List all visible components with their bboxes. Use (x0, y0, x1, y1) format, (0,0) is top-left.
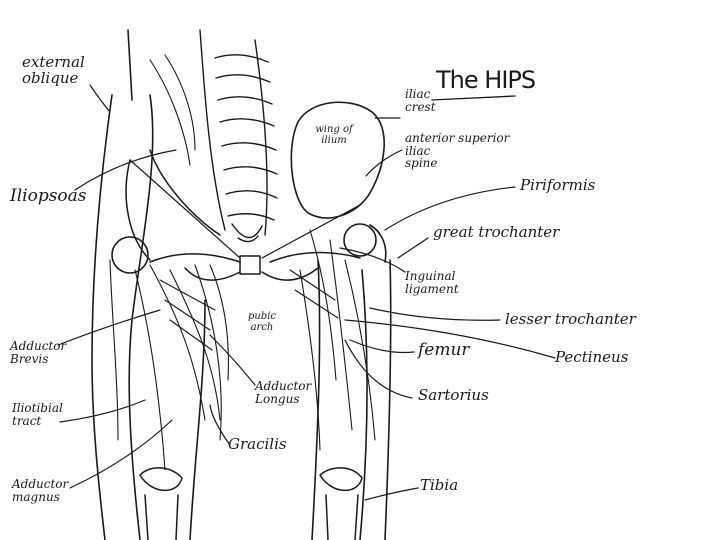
leader-lines (57, 84, 556, 501)
label-gracilis: Gracilis (228, 435, 287, 453)
right-thigh-outline (311, 259, 392, 540)
label-adductor-brevis: Adductor Brevis (10, 339, 67, 366)
left-ilium (125, 149, 221, 261)
label-pubic-arch: pubic arch (247, 311, 277, 333)
inguinal-ligaments (129, 159, 361, 259)
label-external-oblique: external oblique (22, 53, 85, 87)
label-iliac-crest: iliac crest (405, 87, 436, 114)
label-wing-of-ilium: wing of ilium (315, 124, 353, 146)
knees (139, 467, 363, 540)
right-wing-of-ilium (290, 101, 385, 219)
external-oblique-muscle (149, 54, 196, 166)
label-femur: femur (418, 340, 470, 360)
label-lesser-trochanter: lesser trochanter (505, 310, 636, 328)
label-inguinal-ligament: Inguinal ligament (405, 269, 459, 296)
right-leg-muscles (289, 229, 376, 451)
title-underline (431, 95, 516, 101)
label-adductor-magnus: Adductor magnus (12, 477, 69, 504)
left-thigh-outline (91, 29, 206, 540)
label-great-trochanter: great trochanter (433, 223, 560, 241)
sacrum (231, 223, 263, 243)
label-pectineus: Pectineus (555, 348, 629, 366)
label-tibia: Tibia (420, 476, 459, 494)
label-iliotibial-tract: Iliotibial tract (12, 401, 63, 428)
lumbar-spine (199, 29, 278, 236)
left-leg-muscles (109, 259, 229, 471)
label-iliopsoas: Iliopsoas (10, 186, 87, 206)
label-piriformis: Piriformis (520, 176, 596, 194)
label-sartorius: Sartorius (418, 386, 489, 404)
pubis (149, 251, 361, 281)
diagram-title: The HIPS (436, 66, 536, 94)
label-adductor-longus: Adductor Longus (255, 379, 312, 406)
hip-joints (111, 223, 387, 274)
label-anterior-superior-iliac-spine: anterior superior iliac spine (405, 131, 510, 171)
